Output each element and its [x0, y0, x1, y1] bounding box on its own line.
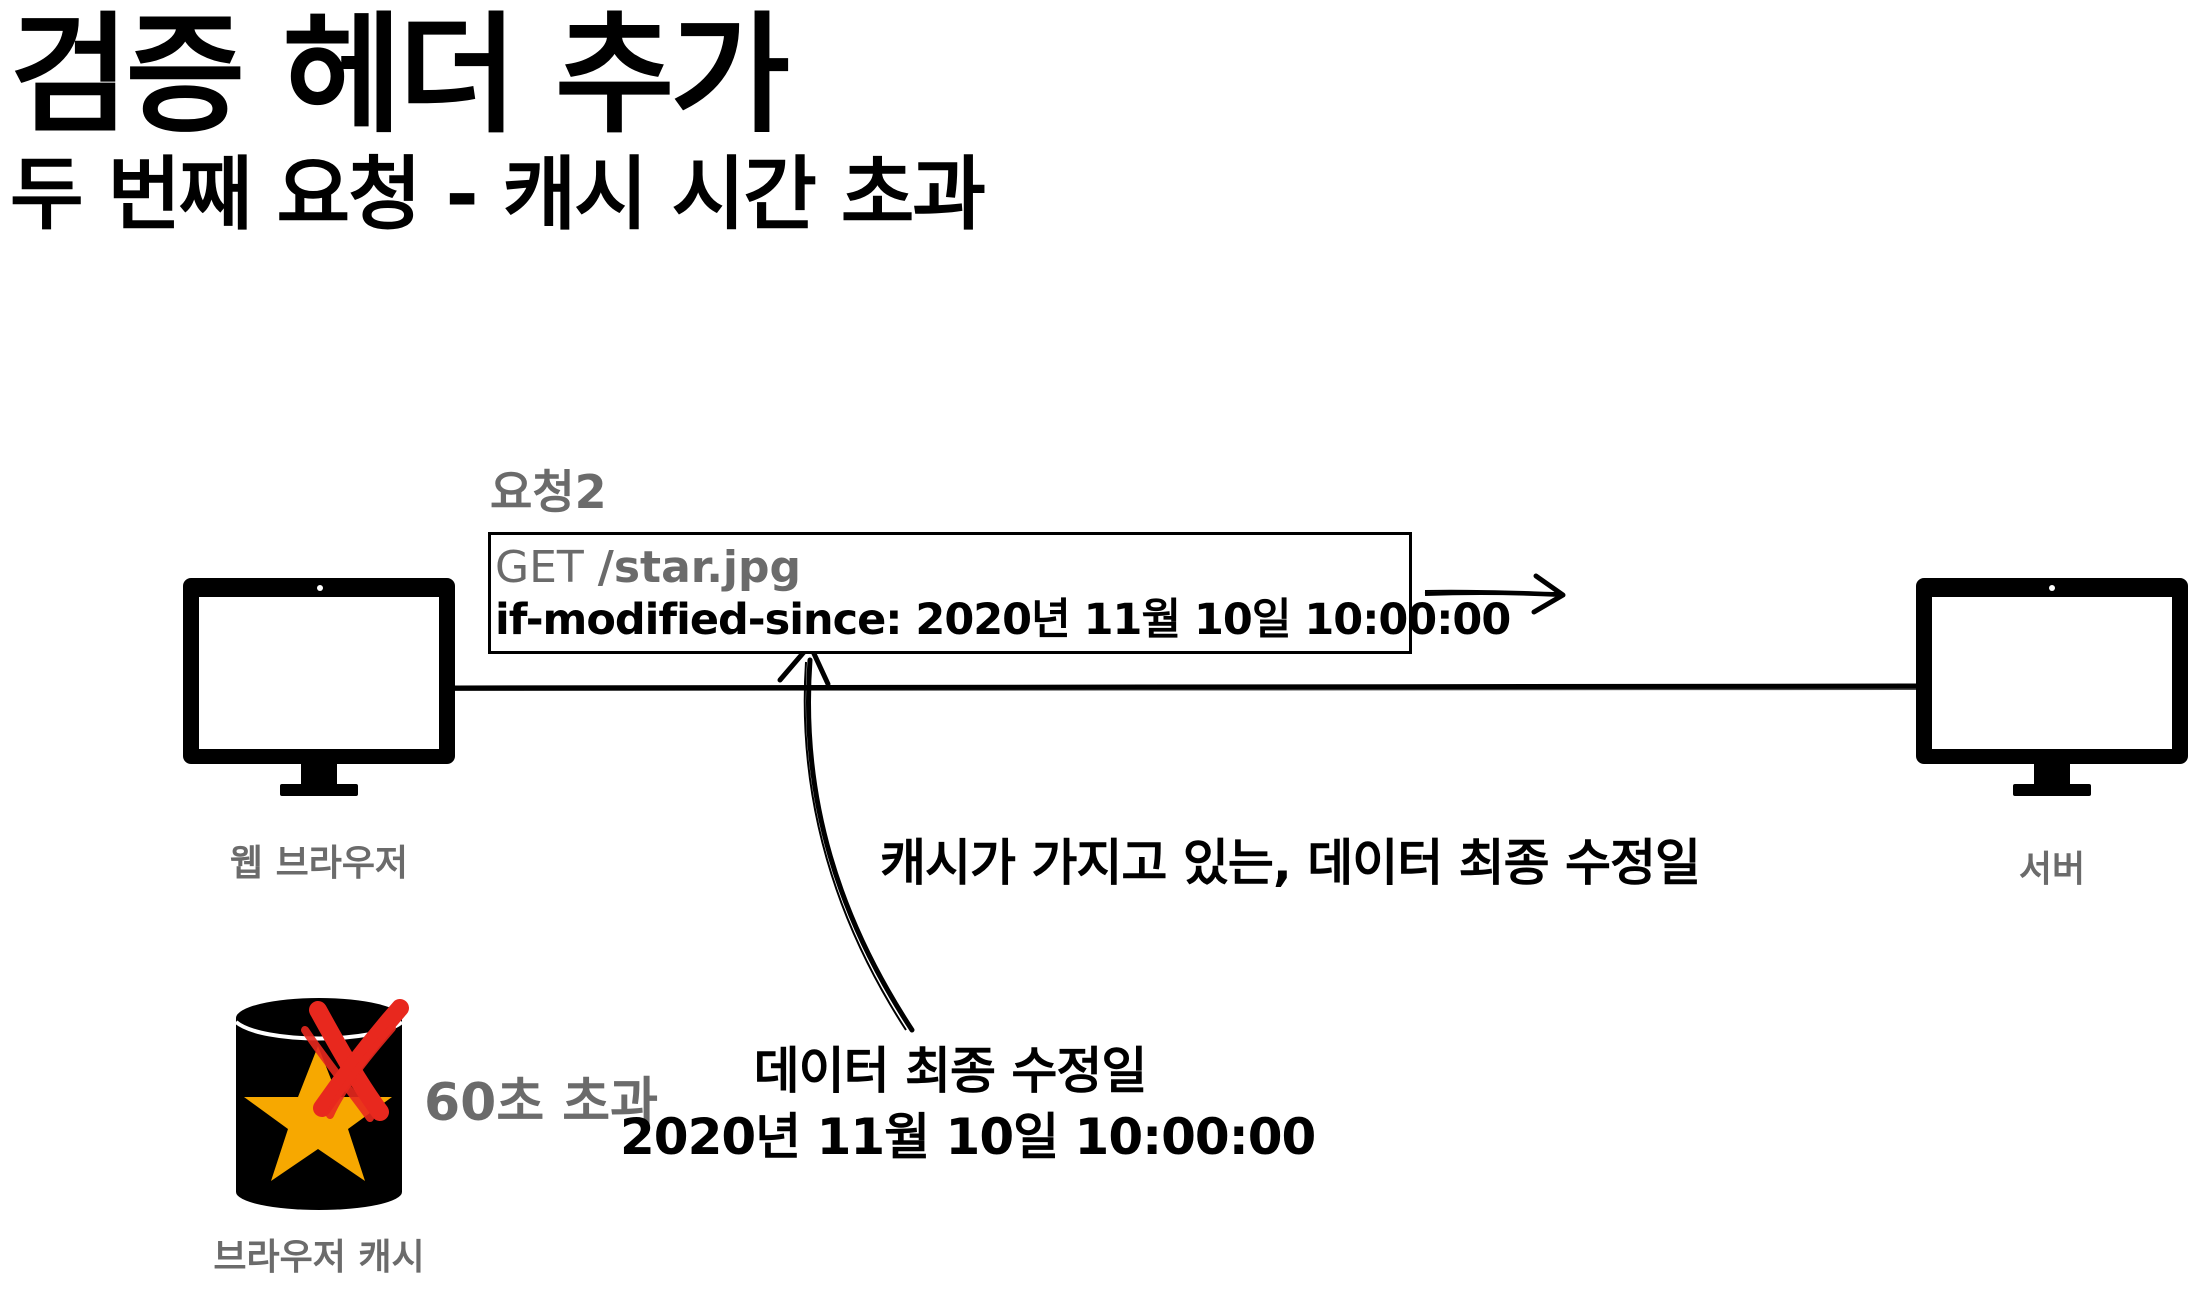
client-label: 웹 브라우저 [229, 843, 409, 884]
request-box [488, 532, 1412, 654]
page-title: 검증 헤더 추가 [10, 0, 790, 151]
cache-status: 60초 초과 [424, 1073, 658, 1133]
client-monitor-icon [183, 578, 455, 796]
request-label: 요청2 [490, 465, 607, 519]
page-subtitle: 두 번째 요청 - 캐시 시간 초과 [10, 148, 986, 241]
if-modified-since-header: if-modified-since: 2020년 11월 10일 10:00:0… [495, 595, 1511, 645]
request-path: /star.jpg [597, 542, 801, 593]
timeline-line [454, 683, 1919, 692]
cache-label: 브라우저 캐시 [213, 1237, 425, 1278]
request-arrow [1424, 573, 1566, 615]
request-line: GET /star.jpg [495, 540, 801, 596]
cached-date-note: 캐시가 가지고 있는, 데이터 최종 수정일 [880, 834, 1701, 892]
red-x-icon [301, 999, 409, 1122]
last-modified-label: 데이터 최종 수정일 [753, 1042, 1148, 1100]
server-label: 서버 [2018, 849, 2086, 890]
last-modified-value: 2020년 11월 10일 10:00:00 [620, 1108, 1316, 1166]
server-monitor-icon [1916, 578, 2188, 796]
request-method: GET [495, 542, 584, 593]
